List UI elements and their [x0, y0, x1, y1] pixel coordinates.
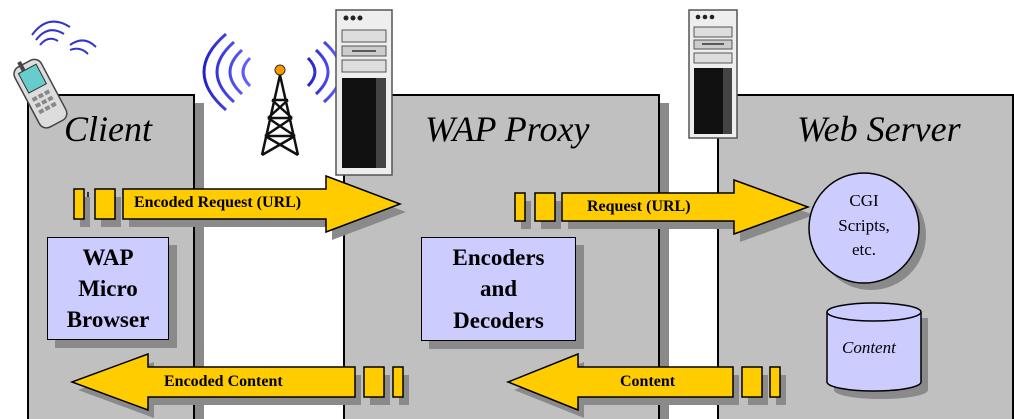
proxy-server-icon — [335, 9, 393, 176]
cgi-line-1: CGI — [849, 191, 879, 210]
encoders-line-3: Decoders — [453, 307, 544, 333]
encoders-line-1: Encoders — [452, 245, 545, 271]
request-label: Request (URL) — [587, 198, 691, 215]
radio-tower-icon — [202, 32, 343, 157]
cgi-line-2: Scripts, — [838, 215, 890, 235]
request-arrow — [514, 178, 814, 242]
encoders-line-2: and — [479, 276, 518, 302]
content-db-label: Content — [842, 338, 896, 357]
micro-browser-line-2: Micro — [78, 275, 138, 301]
cgi-scripts-text: CGI Scripts, etc. — [819, 189, 909, 263]
micro-browser-line-3: Browser — [66, 307, 150, 333]
encoded-content-arrow — [69, 352, 409, 418]
micro-browser-line-1: WAP — [82, 244, 134, 270]
encoded-request-label: Encoded Request (URL) — [134, 194, 302, 211]
encoders-box: Encoders and Decoders — [421, 237, 576, 341]
content-arrow — [505, 352, 786, 418]
cgi-scripts-circle — [808, 172, 926, 290]
content-label: Content — [620, 373, 676, 390]
content-database-icon — [826, 302, 928, 399]
encoded-content-label: Encoded Content — [164, 373, 283, 390]
web-server-icon — [688, 9, 738, 139]
proxy-title: WAP Proxy — [425, 109, 590, 149]
client-title: Client — [64, 109, 152, 149]
micro-browser-box: WAP Micro Browser — [47, 237, 169, 340]
encoded-request-arrow — [73, 174, 406, 240]
server-title: Web Server — [797, 109, 961, 149]
mobile-phone-icon — [13, 20, 97, 129]
cgi-line-3: etc. — [851, 240, 877, 260]
